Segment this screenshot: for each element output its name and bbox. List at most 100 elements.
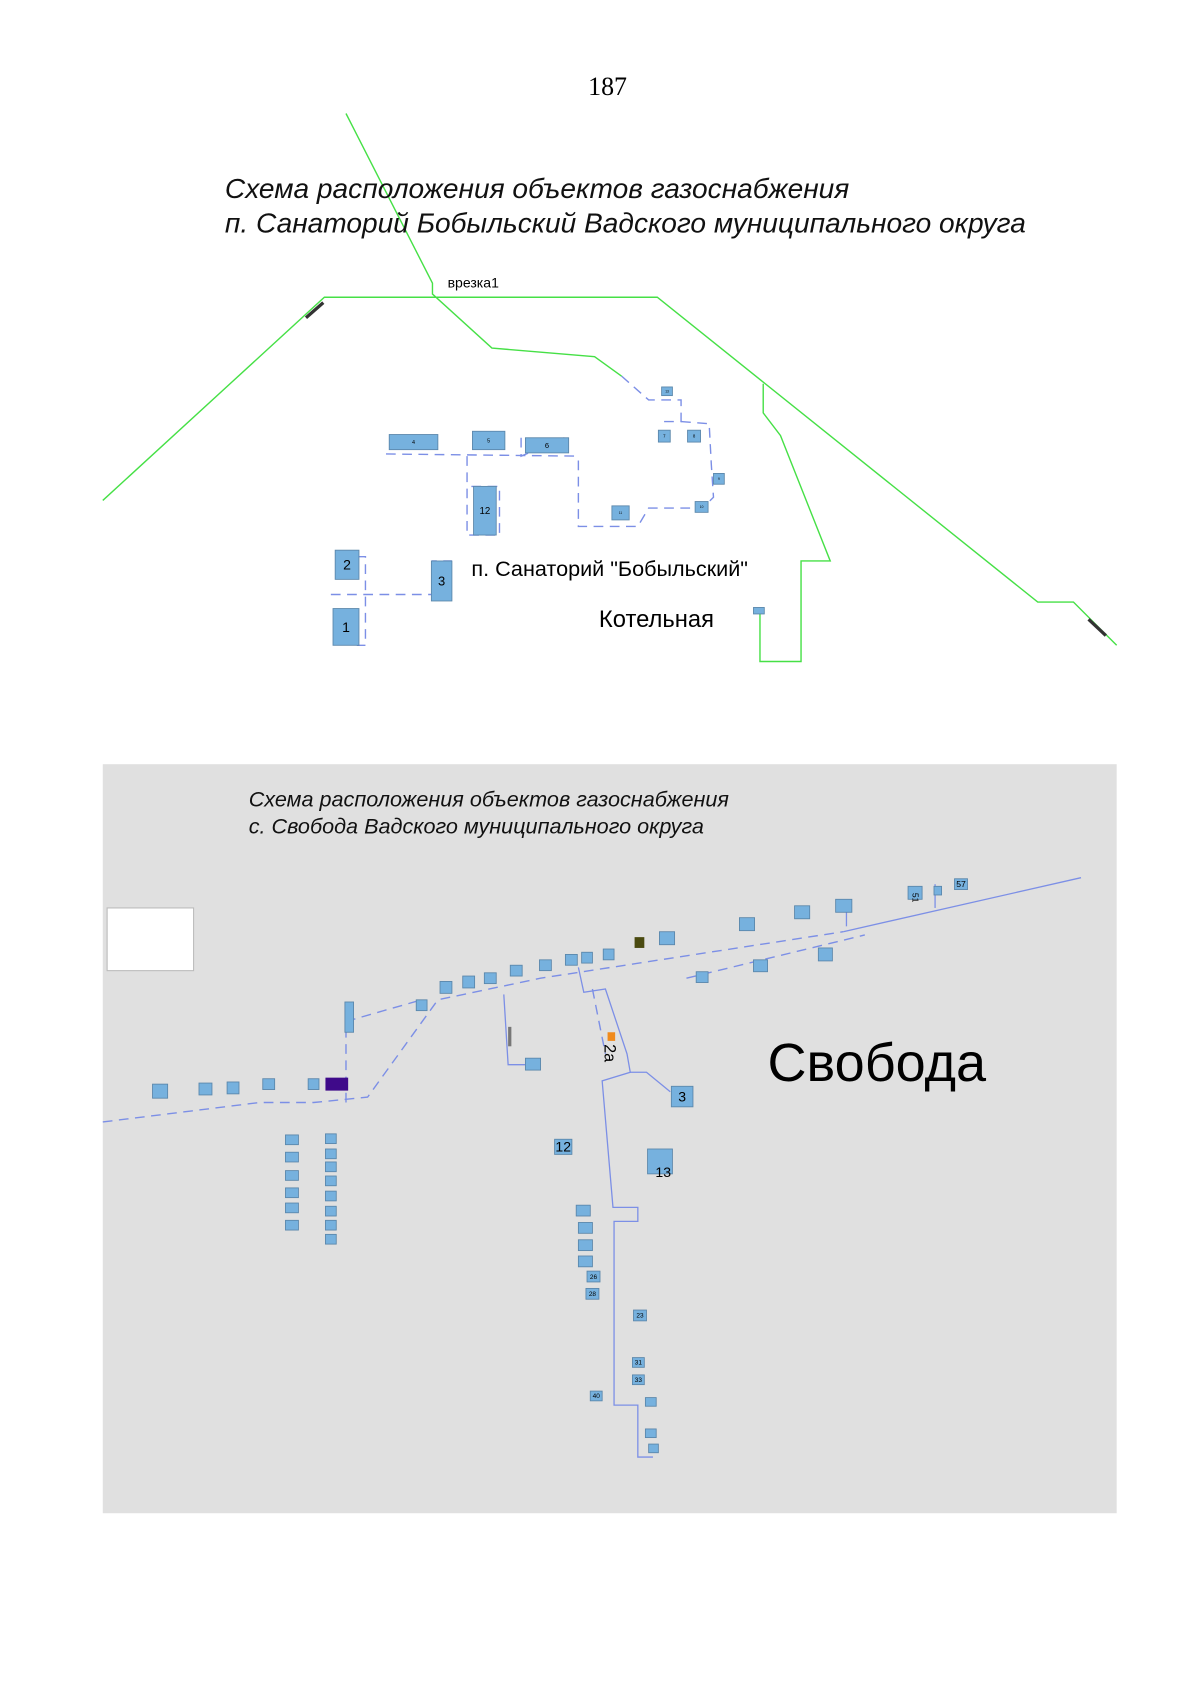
building xyxy=(415,999,428,1012)
building xyxy=(325,1175,337,1187)
building-number: 51 xyxy=(910,893,920,903)
marker-orange xyxy=(607,1032,616,1041)
building xyxy=(670,1085,694,1108)
building xyxy=(695,971,709,983)
building xyxy=(430,560,453,602)
building xyxy=(285,1134,299,1146)
building xyxy=(285,1219,299,1231)
building-number: 23 xyxy=(636,1313,644,1320)
marker-olive xyxy=(634,937,645,948)
building xyxy=(262,1078,276,1090)
regulator-icon xyxy=(508,1026,512,1047)
building-number: 10 xyxy=(700,505,704,509)
building xyxy=(633,1309,647,1322)
building xyxy=(285,1202,299,1214)
building xyxy=(285,1170,299,1181)
building xyxy=(285,1187,299,1199)
boiler-label: Котельная xyxy=(599,606,714,633)
high-pressure-gas-lines xyxy=(102,113,1118,663)
building xyxy=(325,1233,337,1245)
building xyxy=(631,1357,645,1368)
building xyxy=(539,959,552,972)
tie-in-label: врезка1 xyxy=(448,275,499,291)
building xyxy=(753,607,765,615)
building xyxy=(462,975,476,989)
building xyxy=(524,437,570,454)
pipe xyxy=(385,453,579,457)
building xyxy=(388,434,439,451)
building xyxy=(644,1397,657,1407)
pipe xyxy=(356,555,367,646)
pipe-south-row xyxy=(686,934,865,979)
gas-line-branch xyxy=(345,113,623,377)
building-number: 2а xyxy=(600,1044,618,1063)
pipe-main xyxy=(102,931,844,1123)
building xyxy=(817,947,833,962)
building xyxy=(753,959,768,973)
building xyxy=(647,1148,673,1175)
building xyxy=(226,1081,240,1095)
building-number: 26 xyxy=(590,1274,598,1281)
building xyxy=(694,501,709,513)
building-number: 8 xyxy=(693,434,696,439)
pipe-south-trunk xyxy=(577,967,653,1458)
pipe-branches xyxy=(630,1071,671,1093)
building-number: 1 xyxy=(342,619,350,635)
building xyxy=(661,386,673,397)
building xyxy=(334,549,360,580)
map2-title-line2: с. Свобода Вадского муниципального округ… xyxy=(249,813,704,838)
building-number: 11 xyxy=(619,511,623,515)
building xyxy=(713,472,725,485)
building xyxy=(439,981,453,994)
building-number: 28 xyxy=(589,1291,597,1298)
building xyxy=(644,1428,657,1439)
low-pressure-gas-lines xyxy=(330,375,715,646)
building xyxy=(581,951,593,964)
building-number: 5 xyxy=(487,438,490,444)
pipe-main-east xyxy=(843,877,1082,933)
valve-icon xyxy=(304,301,325,320)
building xyxy=(835,898,853,913)
map1-title-line2: п. Санаторий Бобыльский Вадского муницип… xyxy=(225,207,1026,238)
building-number: 40 xyxy=(593,1393,601,1400)
building xyxy=(657,429,671,443)
building-number: 9 xyxy=(718,477,720,481)
building-number: 3 xyxy=(438,574,445,589)
building xyxy=(602,948,615,961)
blank-inset xyxy=(106,907,195,972)
building-number: 57 xyxy=(956,879,966,889)
building-number: 31 xyxy=(635,1360,643,1367)
building xyxy=(509,964,523,977)
map-background xyxy=(102,764,1117,1514)
building xyxy=(325,1219,337,1231)
building xyxy=(577,1239,593,1252)
settlement-label: п. Санаторий "Бобыльский" xyxy=(471,556,748,581)
building xyxy=(285,1151,299,1163)
settlement-label: Свобода xyxy=(768,1033,988,1093)
building xyxy=(325,1205,337,1217)
building xyxy=(152,1083,169,1099)
building xyxy=(554,1138,573,1155)
building xyxy=(611,505,630,521)
building xyxy=(739,917,755,932)
pipe xyxy=(591,988,607,1055)
building xyxy=(564,953,578,966)
building xyxy=(631,1374,645,1386)
building xyxy=(577,1255,593,1268)
valve-icon xyxy=(1087,618,1107,637)
building xyxy=(648,1443,659,1454)
building xyxy=(332,608,360,646)
gas-pipelines xyxy=(102,877,1082,1458)
building xyxy=(472,430,506,451)
gas-control-point xyxy=(325,1077,349,1091)
page-number: 187 xyxy=(588,72,627,101)
building xyxy=(933,885,942,896)
building xyxy=(954,878,968,891)
pipe xyxy=(503,994,530,1066)
building xyxy=(473,485,497,536)
gas-line-main xyxy=(102,296,1118,646)
